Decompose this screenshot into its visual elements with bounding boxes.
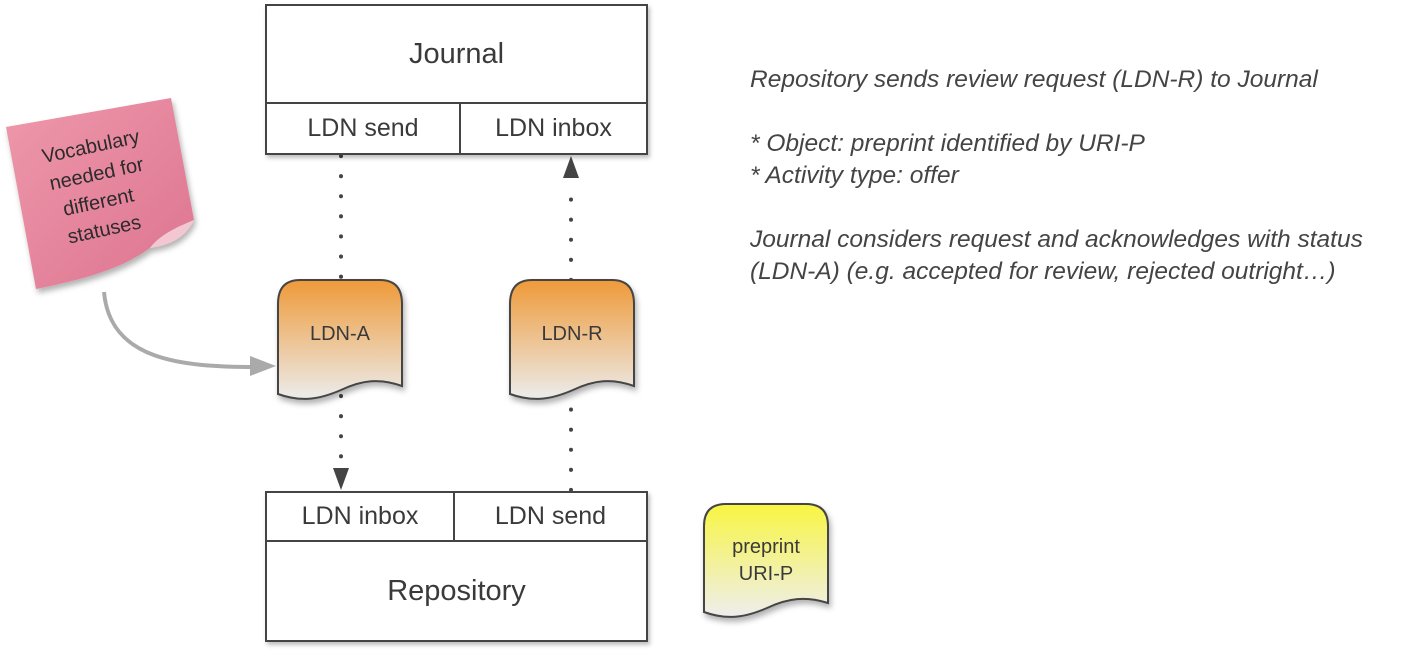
repository-title: Repository [387, 574, 526, 607]
message-ldn-r [509, 279, 635, 400]
preprint-label-line-1: preprint [732, 536, 800, 558]
repository-ldn-send: LDN send [455, 493, 646, 542]
message-ldn-r-label: LDN-R [541, 323, 602, 345]
journal-ldn-send: LDN send [267, 104, 461, 153]
notes-ack-description: Journal considers request and acknowledg… [750, 226, 1363, 285]
message-ldn-a [277, 279, 403, 400]
journal-ldn-inbox: LDN inbox [495, 114, 612, 142]
arrowhead-right-icon [250, 356, 276, 376]
arrowhead-up-icon [563, 156, 579, 178]
preprint-document [703, 503, 829, 618]
preprint-label-line-2: URI-P [739, 563, 793, 585]
notes-activity-bullet: * Activity type: offer [750, 162, 959, 189]
notes-request-description: Repository sends review request (LDN-R) … [750, 66, 1318, 93]
sticky-note [6, 98, 194, 289]
notes-object-bullet: * Object: preprint identified by URI-P [750, 130, 1145, 157]
repository-ldn-inbox: LDN inbox [267, 493, 455, 542]
journal-title: Journal [267, 6, 646, 104]
explanation-notes: Repository sends review request (LDN-R) … [750, 64, 1390, 288]
arrowhead-down-icon [333, 468, 349, 490]
journal-box: Journal LDN send LDN inbox [265, 4, 648, 155]
sticky-note-arrow [102, 291, 257, 369]
repository-box: LDN inbox LDN send Repository [265, 491, 648, 642]
message-ldn-a-label: LDN-A [310, 323, 371, 345]
